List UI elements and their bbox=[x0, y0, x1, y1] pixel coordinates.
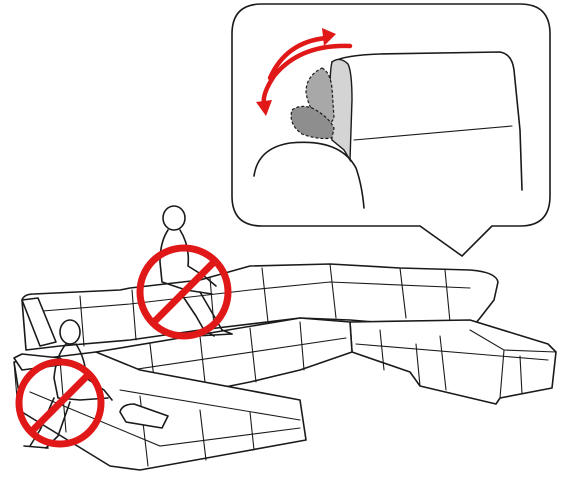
sectional-sofa bbox=[14, 264, 556, 470]
callout-bubble bbox=[232, 4, 550, 256]
